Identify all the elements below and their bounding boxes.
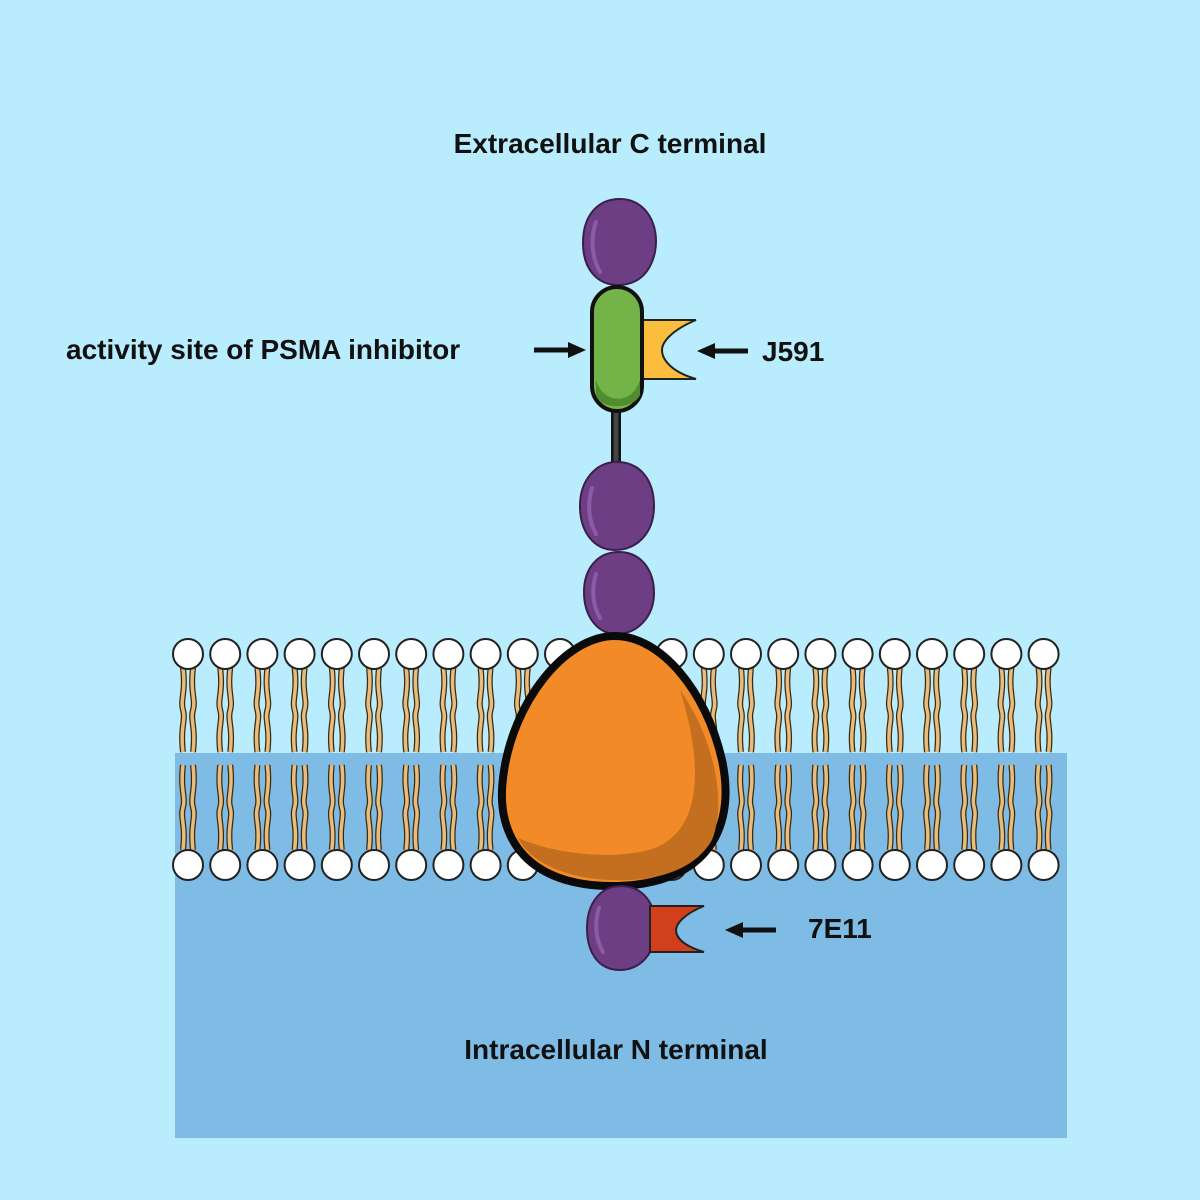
active-site-domain (590, 285, 644, 413)
extracellular-domain-2 (582, 550, 656, 636)
extracellular-c-terminal-label: Extracellular C terminal (453, 128, 767, 159)
7e11-antibody (649, 905, 705, 953)
7e11-label: 7E11 (808, 913, 872, 944)
arrow-left-icon (725, 922, 776, 938)
j591-antibody (636, 319, 697, 380)
arrow-right-icon (534, 342, 586, 358)
n-terminal-domain (585, 884, 658, 972)
j591-label: J591 (762, 336, 825, 367)
transmembrane-domain (497, 631, 730, 891)
extracellular-domain-1 (578, 460, 656, 552)
intracellular-n-terminal-label: Intracellular N terminal (464, 1034, 768, 1065)
active-site-label: activity site of PSMA inhibitor (66, 334, 461, 365)
c-terminal-domain (581, 197, 657, 287)
arrow-left-icon (697, 343, 748, 359)
